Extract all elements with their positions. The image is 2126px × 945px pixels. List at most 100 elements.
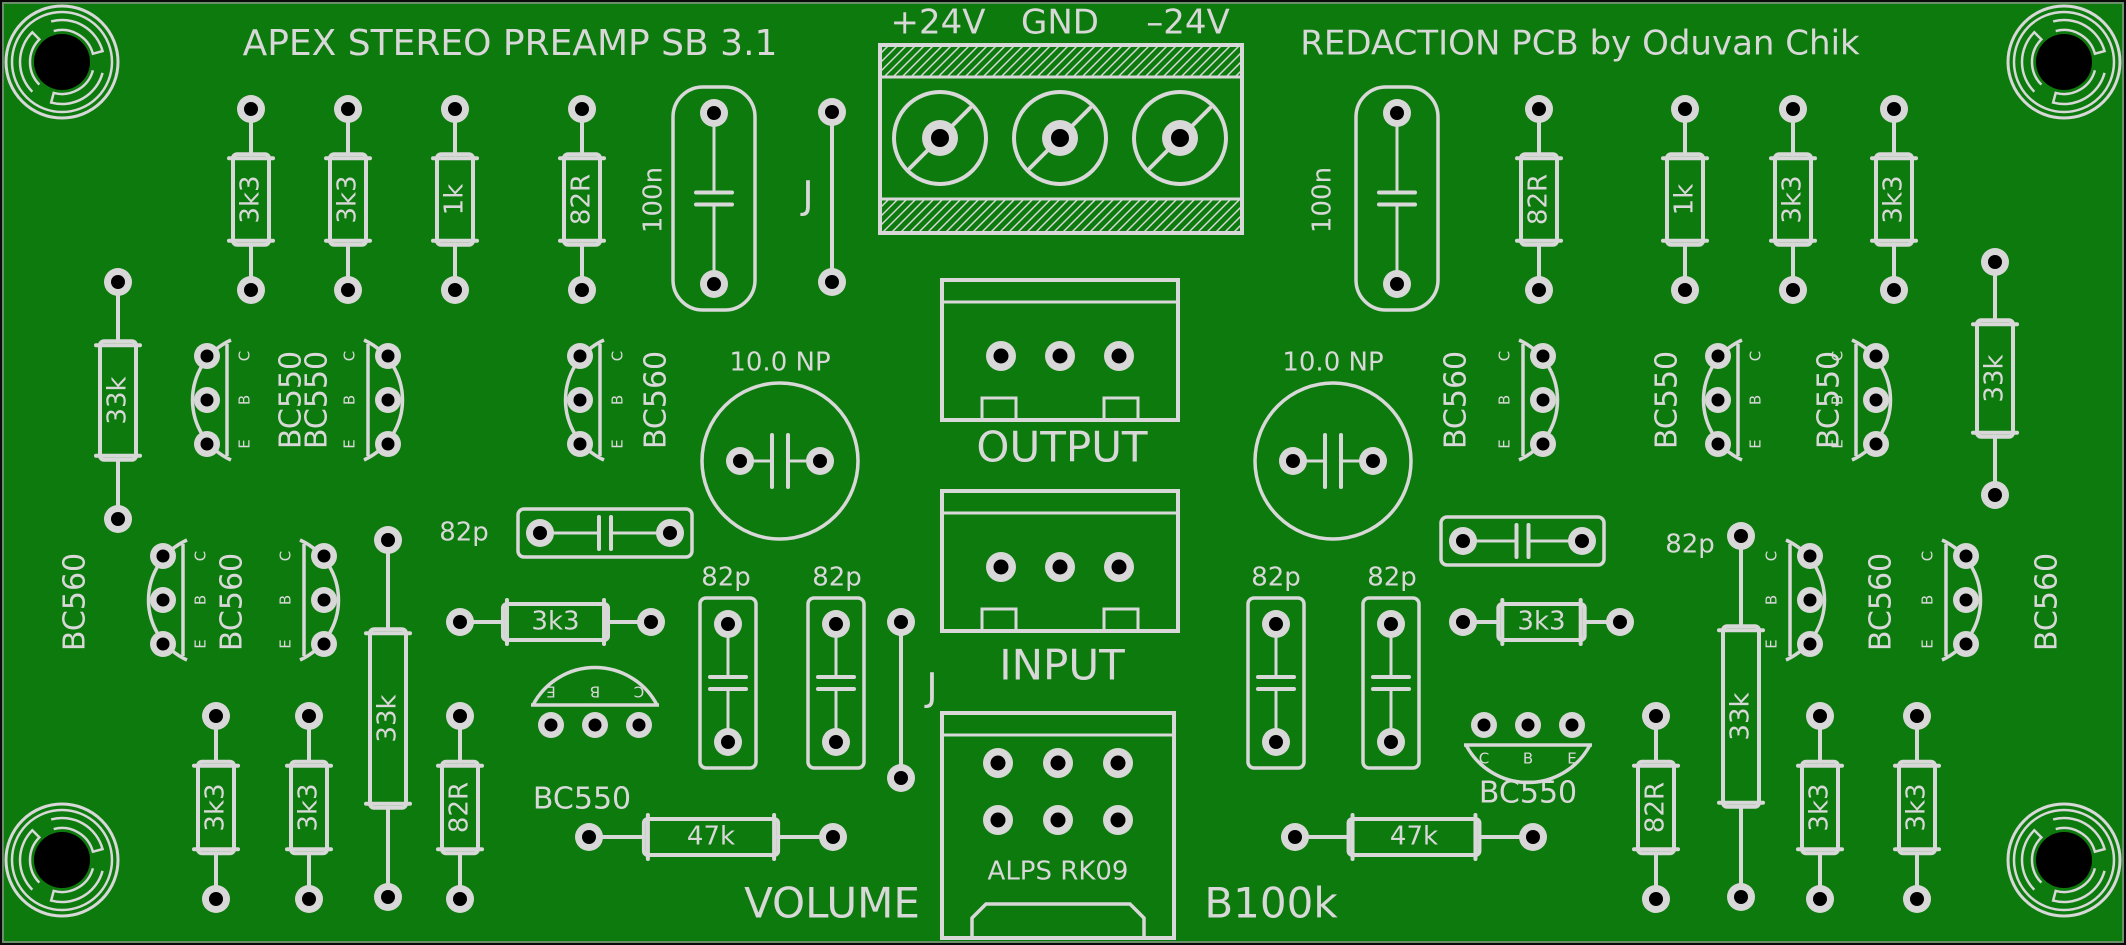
solder-pad (1383, 270, 1411, 298)
resistor-value: 82R (1641, 782, 1671, 833)
resistor-value: 82R (1524, 174, 1554, 225)
solder-pad (806, 447, 834, 475)
solder-pad (1525, 95, 1553, 123)
resistor: 3k3 (227, 95, 275, 304)
pin-label: E (609, 439, 627, 448)
pin-label: E (1763, 639, 1781, 648)
pin-label: E (1747, 439, 1765, 448)
solder-pad (194, 387, 220, 413)
mounting-hole (2006, 4, 2122, 120)
solder-pad (1281, 823, 1309, 851)
mounting-hole (4, 802, 120, 918)
resistor: 3k3 (1449, 598, 1634, 646)
solder-pad (983, 805, 1013, 835)
solder-pad (714, 610, 742, 638)
resistor-value: 3k3 (333, 175, 363, 223)
solder-pad (1383, 99, 1411, 127)
pin-label: B (609, 395, 627, 405)
solder-pad (1727, 522, 1755, 550)
solder-pad (1262, 610, 1290, 638)
resistor-value: 47k (687, 822, 735, 852)
resistor: 82R (1515, 95, 1563, 304)
resistor: 3k3 (285, 702, 333, 913)
transistor-type: BC550 (300, 351, 335, 449)
solder-pad (1863, 387, 1889, 413)
board-title: APEX STEREO PREAMP SB 3.1 (243, 23, 778, 64)
transistor-type: BC560 (215, 553, 250, 651)
resistor-value: 1k (440, 184, 470, 216)
resistor-value: 3k3 (531, 607, 579, 637)
solder-pad (1705, 387, 1731, 413)
resistor-value: 3k3 (1879, 175, 1909, 223)
solder-pad (1559, 712, 1585, 738)
solder-pad (311, 543, 337, 569)
solder-pad (567, 343, 593, 369)
resistor: 3k3 (1893, 702, 1941, 913)
jumper-label: J (800, 174, 813, 218)
pin-label: E (1567, 750, 1576, 768)
pin-label: C (192, 551, 210, 561)
solder-pad (446, 702, 474, 730)
pin-label: B (1496, 395, 1514, 405)
solder-pad (1981, 248, 2009, 276)
capacitor-value: 82p (1251, 563, 1301, 593)
solder-pad (1103, 748, 1133, 778)
solder-pad (150, 587, 176, 613)
solder-pad (446, 608, 474, 636)
solder-pad (818, 268, 846, 296)
solder-pad (1606, 608, 1634, 636)
solder-pad (1104, 552, 1134, 582)
resistor: 82R (436, 702, 484, 913)
solder-pad (656, 519, 684, 547)
transistor-type: BC560 (1864, 553, 1899, 651)
jumper: J (800, 98, 846, 296)
resistor-value: 3k3 (1517, 607, 1565, 637)
resistor: 33k (94, 268, 142, 533)
capacitor: 82p (439, 507, 694, 559)
transistor-type: BC560 (639, 351, 674, 449)
resistor-value: 3k3 (1902, 783, 1932, 831)
solder-pad (575, 823, 603, 851)
solder-pad (986, 552, 1016, 582)
solder-pad (1953, 587, 1979, 613)
power-plus-label: +24V (890, 3, 985, 43)
solder-pad (626, 712, 652, 738)
solder-pad (1042, 120, 1078, 156)
solder-pad (1045, 552, 1075, 582)
np-capacitor: 10.0 NP (1253, 348, 1413, 541)
mounting-hole (4, 4, 120, 120)
resistor: 82R (1632, 702, 1680, 913)
resistor-value: 3k3 (236, 175, 266, 223)
output-label: OUTPUT (976, 423, 1148, 472)
solder-pad (1045, 341, 1075, 371)
solder-pad (1530, 387, 1556, 413)
solder-pad (1262, 728, 1290, 756)
resistor: 1k (1661, 95, 1709, 304)
solder-pad (1705, 343, 1731, 369)
solder-pad (295, 702, 323, 730)
solder-pad (538, 712, 564, 738)
solder-pad (237, 95, 265, 123)
capacitor: 82p (1246, 563, 1306, 770)
pin-label: B (1763, 595, 1781, 605)
solder-pad (1519, 823, 1547, 851)
solder-pad (1671, 276, 1699, 304)
pin-label: B (192, 595, 210, 605)
capacitor: 82p (1361, 563, 1421, 770)
solder-pad (1279, 447, 1307, 475)
pin-label: E (1919, 639, 1937, 648)
solder-pad (1779, 276, 1807, 304)
solder-pad (1043, 748, 1073, 778)
solder-pad (150, 631, 176, 657)
solder-pad (202, 885, 230, 913)
solder-pad (1727, 883, 1755, 911)
power-gnd-label: GND (1021, 3, 1099, 43)
solder-pad (1530, 431, 1556, 457)
capacitor-value: 82p (701, 563, 751, 593)
solder-pad (567, 431, 593, 457)
solder-pad (1642, 885, 1670, 913)
